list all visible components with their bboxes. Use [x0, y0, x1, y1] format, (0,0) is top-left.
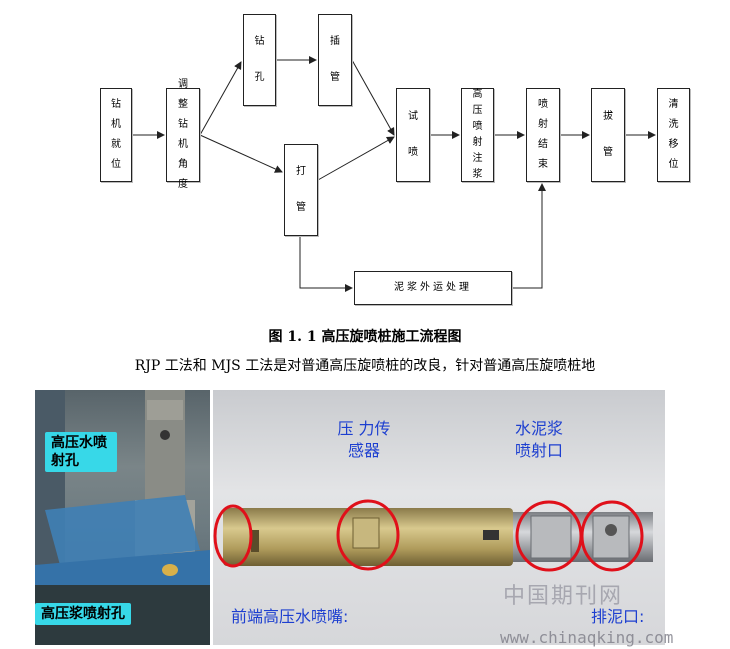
edge-n11-n8 [512, 183, 546, 289]
flowchart-connectors [132, 56, 656, 292]
watermark-chinese: 中国期刊网 [503, 584, 624, 609]
node-trial-jet: 试喷 [396, 88, 430, 182]
edge-n4-n6 [351, 59, 395, 136]
node-drilling: 钻孔 [243, 14, 276, 106]
node-high-pressure-grouting: 高压喷射注浆 [461, 88, 494, 182]
photo-jet-monitor-tool: 压 力传感器 水泥浆喷射口 前端高压水喷嘴: 排泥口: 中国期刊网 [213, 390, 665, 645]
jet-tool-illustration [213, 499, 653, 572]
node-drive-pipe: 打管 [284, 144, 318, 236]
label-cement-jet-outlet: 水泥浆喷射口 [514, 419, 563, 460]
node-jet-finish: 喷射结束 [526, 88, 560, 182]
marker-circle-pressure [336, 499, 400, 571]
node-insert-pipe: 插管 [318, 14, 352, 106]
label-pressure-sensor: 压 力传感器 [337, 419, 391, 460]
label-high-pressure-grout-hole: 高压浆喷射孔 [35, 603, 131, 625]
edge-n5-n11 [299, 236, 353, 292]
marker-circle-front [213, 504, 253, 568]
marker-circle-drain [580, 500, 644, 572]
label-drain-outlet: 排泥口: [591, 607, 645, 626]
label-high-pressure-water-hole: 高压水喷射孔 [45, 432, 117, 472]
figure-caption: 图 1. 1 高压旋喷桩施工流程图 [268, 329, 462, 345]
body-paragraph: RJP 工法和 MJS 工法是对普通高压旋喷桩的改良，针对普通高压旋喷桩地 [134, 358, 596, 374]
node-pull-pipe: 拔管 [591, 88, 625, 182]
photo-site-nozzle: 高压水喷射孔 高压浆喷射孔 [35, 390, 210, 645]
watermark-url: www.chinaqking.com [500, 628, 674, 647]
node-slurry-disposal: 泥浆外运处理 [354, 271, 512, 305]
edge-n5-n6 [317, 136, 395, 181]
node-clean-relocate: 清洗移位 [657, 88, 690, 182]
node-adjust-rig-angle: 调整钻机角度 [166, 79, 200, 190]
edge-n2-n5 [199, 134, 283, 173]
edge-n2-n3 [199, 61, 242, 136]
label-front-water-nozzle: 前端高压水喷嘴: [231, 607, 349, 626]
node-rig-in-place: 钻机就位 [100, 88, 132, 182]
